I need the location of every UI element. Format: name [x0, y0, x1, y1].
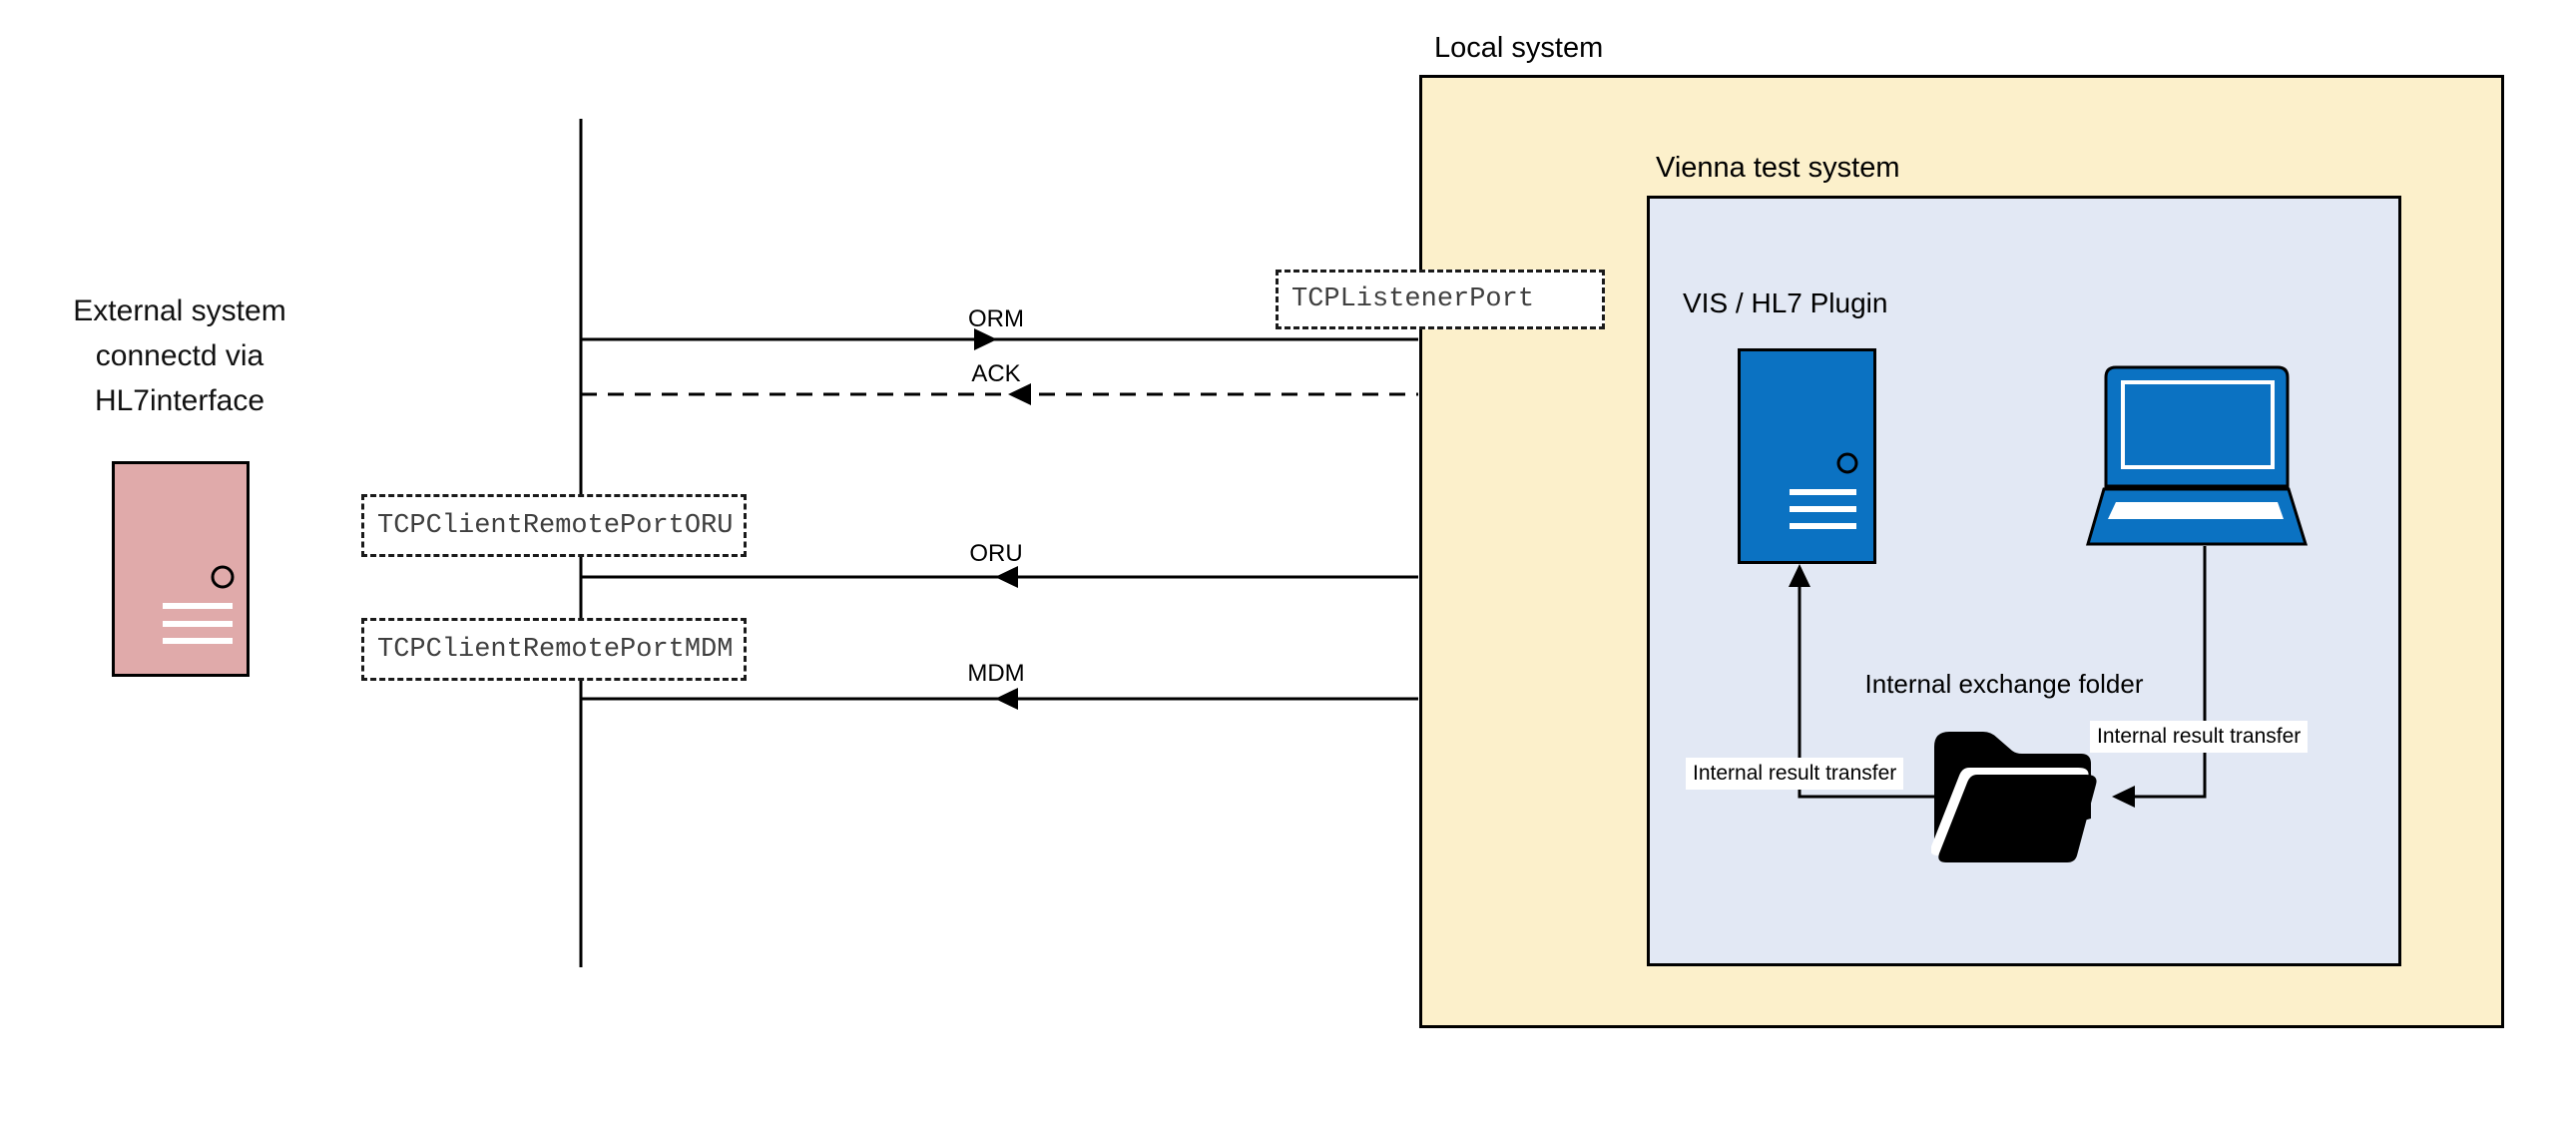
oru-arrow [581, 566, 1418, 588]
laptop-to-folder-connector [2112, 546, 2207, 808]
orm-label: ORM [968, 305, 1024, 332]
oru-label: ORU [969, 540, 1023, 567]
external-system-label-line3: HL7interface [94, 384, 265, 417]
laptop-icon [2086, 365, 2308, 547]
ack-label: ACK [971, 360, 1021, 387]
tcp-client-remote-port-mdm-box: TCPClientRemotePortMDM [361, 618, 747, 681]
mdm-arrow [581, 688, 1418, 710]
tcp-listener-port-label: TCPListenerPort [1291, 284, 1535, 314]
vienna-test-system-box: VIS / HL7 Plugin [1647, 196, 2401, 966]
mdm-label: MDM [967, 660, 1025, 687]
ack-arrow [581, 383, 1418, 405]
exchange-folder-label: Internal exchange folder [1864, 669, 2144, 699]
external-server-icon [112, 461, 250, 677]
plugin-server-icon [1738, 348, 1876, 564]
exchange-folder-icon [1931, 729, 2113, 865]
tcp-client-remote-port-mdm-label: TCPClientRemotePortMDM [377, 634, 734, 665]
tcp-client-remote-port-oru-label: TCPClientRemotePortORU [377, 510, 734, 541]
tcp-listener-port-box: TCPListenerPort [1276, 270, 1605, 329]
vienna-test-system-title: Vienna test system [1656, 152, 1900, 184]
local-system-title: Local system [1434, 32, 1604, 64]
vis-hl7-plugin-title: VIS / HL7 Plugin [1683, 287, 1888, 318]
external-system-label-line1: External system [73, 294, 286, 327]
orm-arrow [581, 328, 1418, 350]
tcp-client-remote-port-oru-box: TCPClientRemotePortORU [361, 494, 747, 557]
internal-result-transfer-right-label: Internal result transfer [2090, 721, 2309, 753]
external-system-label-line2: connectd via [95, 339, 264, 372]
folder-to-server-connector [1789, 564, 1935, 799]
local-system-box: Local system Vienna test system VIS / HL… [1419, 32, 2504, 1028]
internal-result-transfer-left-label: Internal result transfer [1686, 758, 1904, 790]
external-system-label: External system connectd via HL7interfac… [30, 288, 329, 423]
